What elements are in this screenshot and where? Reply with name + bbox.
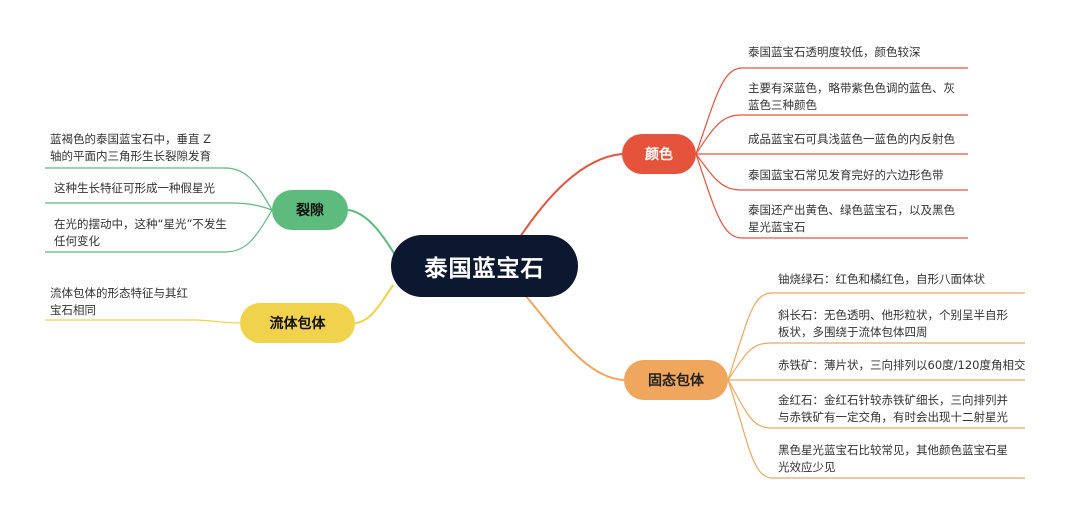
color-leaf-2[interactable]: 主要有深蓝色，略带紫色色调的蓝色、灰蓝色三种颜色	[748, 81, 955, 112]
crack-leaf-1[interactable]: 蓝褐色的泰国蓝宝石中，垂直 Z 轴的平面内三角形生长裂隙发育	[50, 132, 212, 163]
branch-solid-inclusions[interactable]: 固态包体	[624, 360, 728, 400]
link-color-leaf-1	[695, 67, 968, 155]
link-color-leaf-5	[695, 153, 968, 239]
branch-color[interactable]: 颜色	[622, 134, 696, 174]
link-crack-leaf-2	[45, 202, 273, 211]
color-leaf-3[interactable]: 成品蓝宝石可具浅蓝色一蓝色的内反射色	[748, 132, 955, 146]
branch-fluid-label: 流体包体	[269, 316, 326, 332]
solid-leaf-5[interactable]: 黑色星光蓝宝石比较常见，其他颜色蓝宝石星光效应少见	[778, 443, 1008, 474]
solid-leaf-2[interactable]: 斜长石：无色透明、他形粒状，个别呈半自形板状，多围绕于流体包体四周	[778, 308, 1008, 339]
root-node[interactable]: 泰国蓝宝石	[391, 235, 578, 297]
link-solid-leaf-1	[727, 292, 1025, 381]
link-root-fluid	[354, 284, 394, 324]
link-color-leaf-4	[695, 153, 968, 191]
link-crack-leaf-3	[45, 209, 273, 253]
fluid-leaf-1[interactable]: 流体包体的形态特征与其红宝石相同	[50, 286, 188, 317]
link-solid-leaf-5	[727, 379, 1025, 479]
color-leaf-4[interactable]: 泰国蓝宝石常见发育完好的六边形色带	[748, 168, 944, 182]
branch-color-label: 颜色	[645, 147, 673, 163]
link-solid-leaf-2	[727, 342, 1025, 381]
solid-leaf-1[interactable]: 铀烧绿石：红色和橘红色，自形八面体状	[778, 272, 985, 286]
color-leaf-1[interactable]: 泰国蓝宝石透明度较低，颜色较深	[748, 45, 921, 59]
branch-crack-label: 裂隙	[296, 203, 324, 219]
link-crack-leaf-1	[45, 167, 273, 211]
root-label: 泰国蓝宝石	[424, 256, 545, 282]
solid-leaf-4[interactable]: 金红石：金红石针较赤铁矿细长，三向排列并与赤铁矿有一定交角，有时会出现十二射星光	[778, 393, 1008, 424]
link-root-crack	[347, 209, 396, 256]
link-solid-leaf-4	[727, 379, 1025, 429]
crack-leaf-2[interactable]: 这种生长特征可形成一种假星光	[54, 181, 215, 195]
branch-fluid-inclusions[interactable]: 流体包体	[240, 303, 355, 343]
color-leaf-5[interactable]: 泰国还产出黄色、绿色蓝宝石，以及黑色星光蓝宝石	[748, 203, 955, 234]
link-fluid-leaf-1	[45, 319, 241, 324]
branch-solid-label: 固态包体	[648, 373, 704, 389]
branch-cracks[interactable]: 裂隙	[272, 190, 348, 230]
crack-leaf-3[interactable]: 在光的摆动中，这种“星光”不发生任何变化	[54, 217, 227, 248]
link-root-color	[519, 153, 623, 238]
link-color-leaf-2	[695, 114, 968, 155]
solid-leaf-3[interactable]: 赤铁矿：薄片状，三向排列以60度/120度角相交	[778, 358, 1026, 372]
link-root-solid	[524, 294, 625, 381]
